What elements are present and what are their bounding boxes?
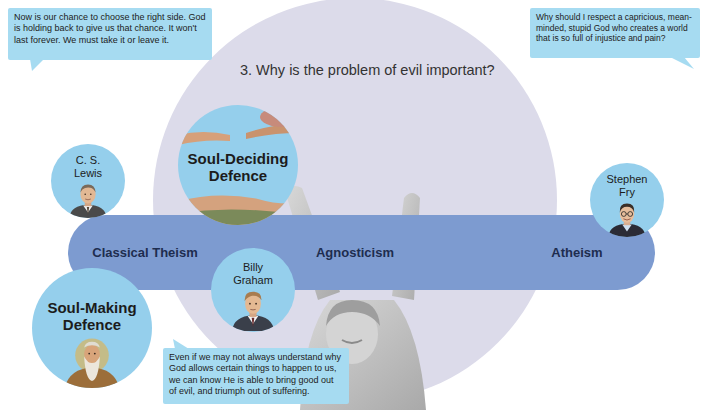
defence-circle: Soul-Deciding Defence	[178, 105, 298, 225]
portrait	[69, 185, 107, 219]
title: 3. Why is the problem of evil important?	[240, 62, 570, 78]
speech-bubble: Now is our chance to choose the right si…	[8, 8, 212, 60]
person-circle: C. S. Lewis	[51, 144, 125, 218]
band-label: Classical Theism	[45, 245, 245, 261]
circle-label: Billy Graham	[225, 261, 281, 286]
quote-text: Even if we may not always understand why…	[163, 348, 349, 401]
circle-label: Soul-Making Defence	[39, 299, 145, 334]
portrait	[232, 292, 274, 331]
quote-text: Now is our chance to choose the right si…	[8, 8, 212, 50]
portrait	[64, 338, 120, 390]
band-label: Agnosticism	[255, 245, 455, 261]
person-circle: Billy Graham	[211, 248, 295, 332]
portrait	[608, 204, 646, 238]
backdrop-circle	[153, 0, 557, 402]
circle-label: Soul-Deciding Defence	[181, 150, 295, 185]
circle-shape	[211, 248, 295, 332]
person-circle: Stephen Fry	[590, 163, 664, 237]
band-label: Atheism	[477, 245, 677, 261]
quote-text: Why should I respect a capricious, mean-…	[530, 8, 700, 48]
spectrum-band: Classical TheismAgnosticismAtheism	[68, 215, 655, 290]
speech-bubble: Even if we may not always understand why…	[163, 348, 349, 404]
circle-label: C. S. Lewis	[63, 154, 113, 179]
defence-circle: Soul-Making Defence	[32, 268, 152, 388]
circle-label: Stephen Fry	[602, 173, 652, 198]
speech-bubble: Why should I respect a capricious, mean-…	[530, 8, 700, 58]
fresco-figures	[178, 107, 304, 225]
